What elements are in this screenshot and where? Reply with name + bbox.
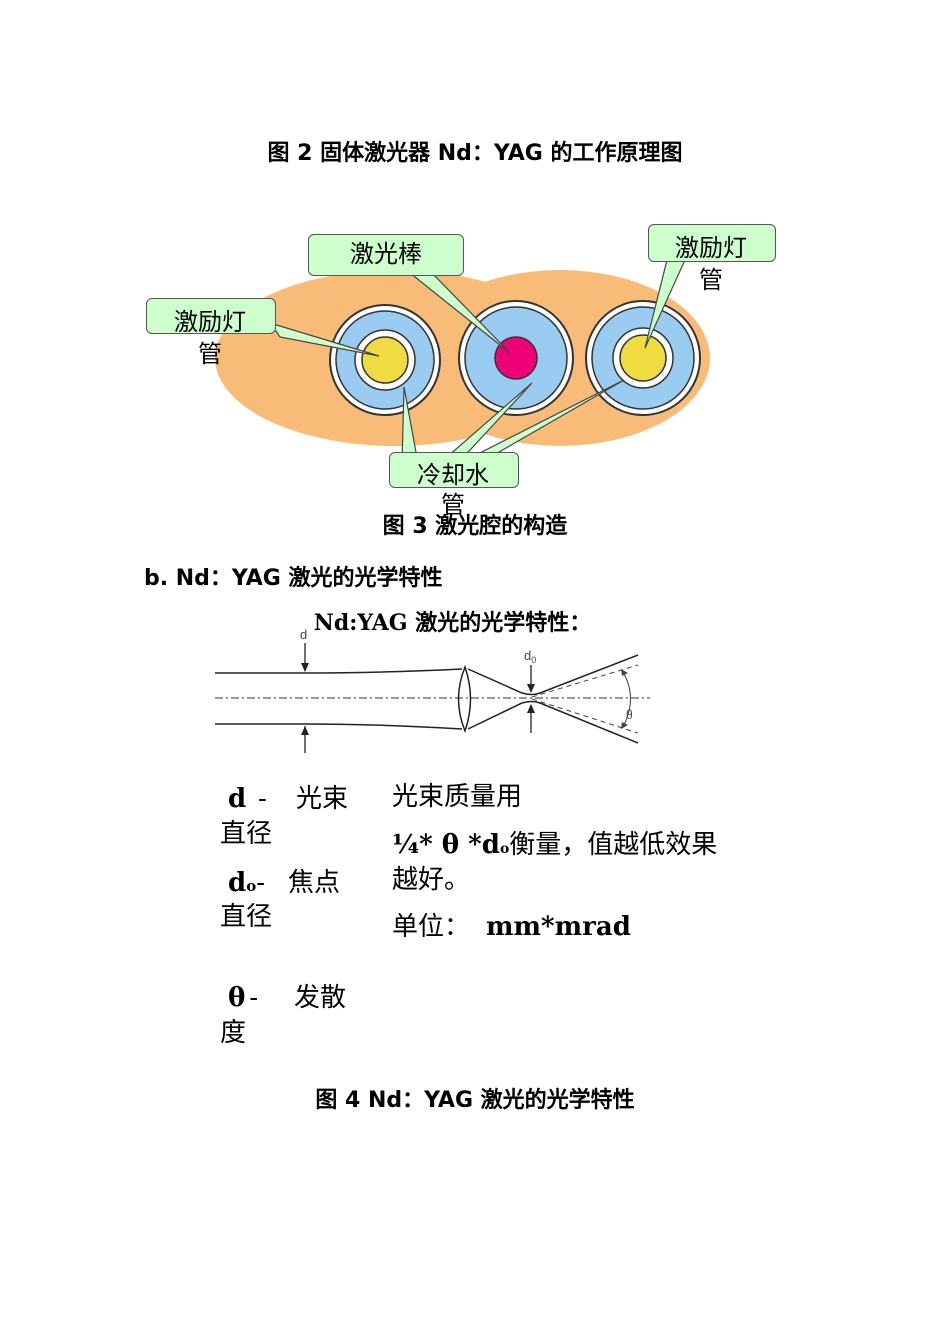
laser-rod-label: 激光棒 bbox=[350, 240, 422, 268]
right-lamp-label-line2: 管 bbox=[699, 266, 723, 294]
beam-lower-edge bbox=[215, 723, 463, 730]
callout-pointers bbox=[268, 259, 686, 464]
beam-quality-line3: 越好。 bbox=[392, 865, 471, 895]
d0-label: d0 bbox=[524, 648, 536, 665]
legend-d-text1: 光束 bbox=[296, 784, 349, 814]
right-lamp-assembly bbox=[585, 300, 701, 416]
legend-theta-text2: 度 bbox=[220, 1018, 247, 1048]
section-heading: b. Nd：YAG 激光的光学特性 bbox=[144, 566, 443, 591]
focusing-lens bbox=[457, 664, 472, 734]
d-label: d bbox=[300, 627, 307, 642]
divergence-asymptote-lower bbox=[531, 698, 639, 734]
beam-focus-lower bbox=[467, 700, 639, 744]
cooling-tube-callout bbox=[389, 452, 519, 488]
laser-rod-callout: 激光棒 bbox=[308, 234, 464, 276]
beam-quality-line1: 光束质量用 bbox=[392, 782, 523, 812]
legend-d-symbol: d bbox=[228, 784, 247, 814]
left-lamp-label-line1: 激励灯 bbox=[174, 308, 246, 336]
legend-d-text2: 直径 bbox=[220, 819, 273, 849]
divergence-asymptote-upper bbox=[531, 664, 639, 698]
theta-arc bbox=[622, 671, 631, 728]
cooling-tube-label-line1: 冷却水 bbox=[417, 461, 489, 489]
beam-diagram-title: Nd:YAG 激光的光学特性： bbox=[313, 610, 592, 636]
beam-focus-diagram: d d0 θ bbox=[215, 627, 650, 753]
legend-d-dash: - bbox=[258, 784, 267, 814]
cooling-tube-label-line2: 管 bbox=[441, 491, 465, 519]
legend-d0-symbol: do- bbox=[228, 868, 265, 898]
unit-line: 单位：mm*mrad bbox=[392, 912, 631, 942]
figure-3-caption: 图 3 激光腔的构造 bbox=[382, 514, 568, 539]
right-lamp-callout bbox=[648, 224, 776, 262]
legend-theta-text1: 发散 bbox=[294, 983, 347, 1013]
beam-quality-formula: ¼* θ *do衡量，值越低效果 bbox=[392, 830, 718, 860]
left-lamp-callout bbox=[146, 298, 276, 334]
beam-upper-edge bbox=[215, 668, 463, 674]
laser-cavity-diagram bbox=[215, 259, 710, 464]
figure-4-caption: 图 4 Nd：YAG 激光的光学特性 bbox=[315, 1088, 635, 1113]
legend-d0-text2: 直径 bbox=[220, 902, 273, 932]
beam-focus-upper bbox=[467, 654, 639, 696]
figure-2-caption: 图 2 固体激光器 Nd：YAG 的工作原理图 bbox=[267, 141, 683, 166]
left-lamp-label-line2: 管 bbox=[198, 340, 222, 368]
legend-d0-text1: 焦点 bbox=[288, 868, 341, 898]
right-lamp-label-line1: 激励灯 bbox=[675, 234, 747, 262]
left-lamp-assembly bbox=[329, 304, 441, 416]
legend-theta-symbol: θ- bbox=[228, 983, 259, 1013]
theta-label: θ bbox=[626, 708, 633, 723]
